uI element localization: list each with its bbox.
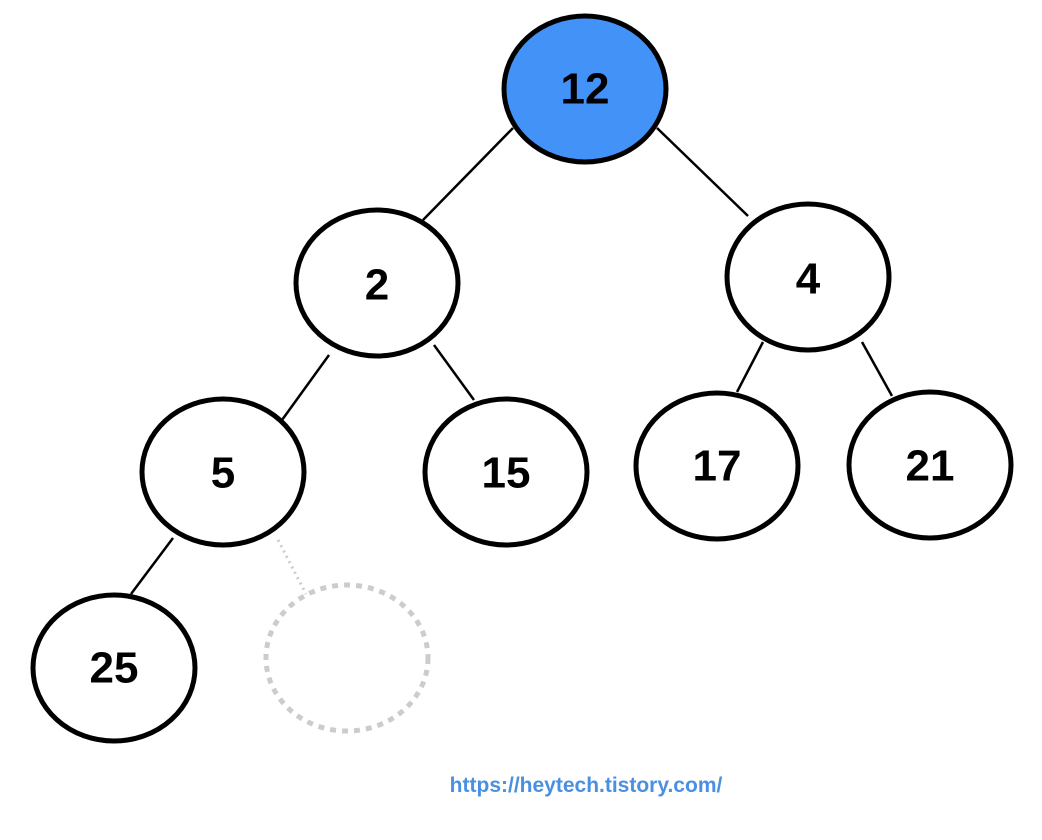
edge-2-5: [280, 354, 331, 421]
node-circle: [501, 13, 669, 165]
edge-4-21: [860, 341, 894, 397]
node-level3-1: 25: [30, 592, 198, 744]
empty-slot-node: [263, 582, 431, 734]
node-root: 12: [501, 13, 669, 165]
edge-2-15: [432, 344, 476, 401]
node-level2-1: 5: [139, 396, 307, 548]
node-label: 2: [365, 261, 389, 310]
node-level2-4: 21: [846, 389, 1014, 541]
edge-5-25: [130, 537, 174, 595]
node-label: 15: [482, 449, 531, 498]
node-level1-left: 2: [293, 207, 461, 359]
edge-12-4: [656, 127, 749, 217]
tree-edges: [130, 127, 894, 595]
node-level2-2: 15: [422, 396, 590, 548]
node-circle: [724, 201, 892, 353]
node-label: 25: [90, 644, 139, 693]
node-circle: [30, 592, 198, 744]
node-label: 12: [561, 65, 610, 114]
node-level2-3: 17: [633, 390, 801, 542]
node-label: 4: [796, 255, 821, 304]
node-circle: [846, 389, 1014, 541]
node-circle: [422, 396, 590, 548]
node-label: 21: [906, 442, 955, 491]
edge-5-empty-slot: [276, 539, 308, 595]
node-circle: [293, 207, 461, 359]
node-label: 5: [211, 449, 235, 498]
node-circle: [633, 390, 801, 542]
node-label: 17: [693, 442, 742, 491]
node-circle: [139, 396, 307, 548]
edge-12-2: [422, 127, 514, 221]
node-level1-right: 4: [724, 201, 892, 353]
edge-4-17: [735, 341, 765, 393]
watermark-url: https://heytech.tistory.com/: [450, 774, 723, 797]
